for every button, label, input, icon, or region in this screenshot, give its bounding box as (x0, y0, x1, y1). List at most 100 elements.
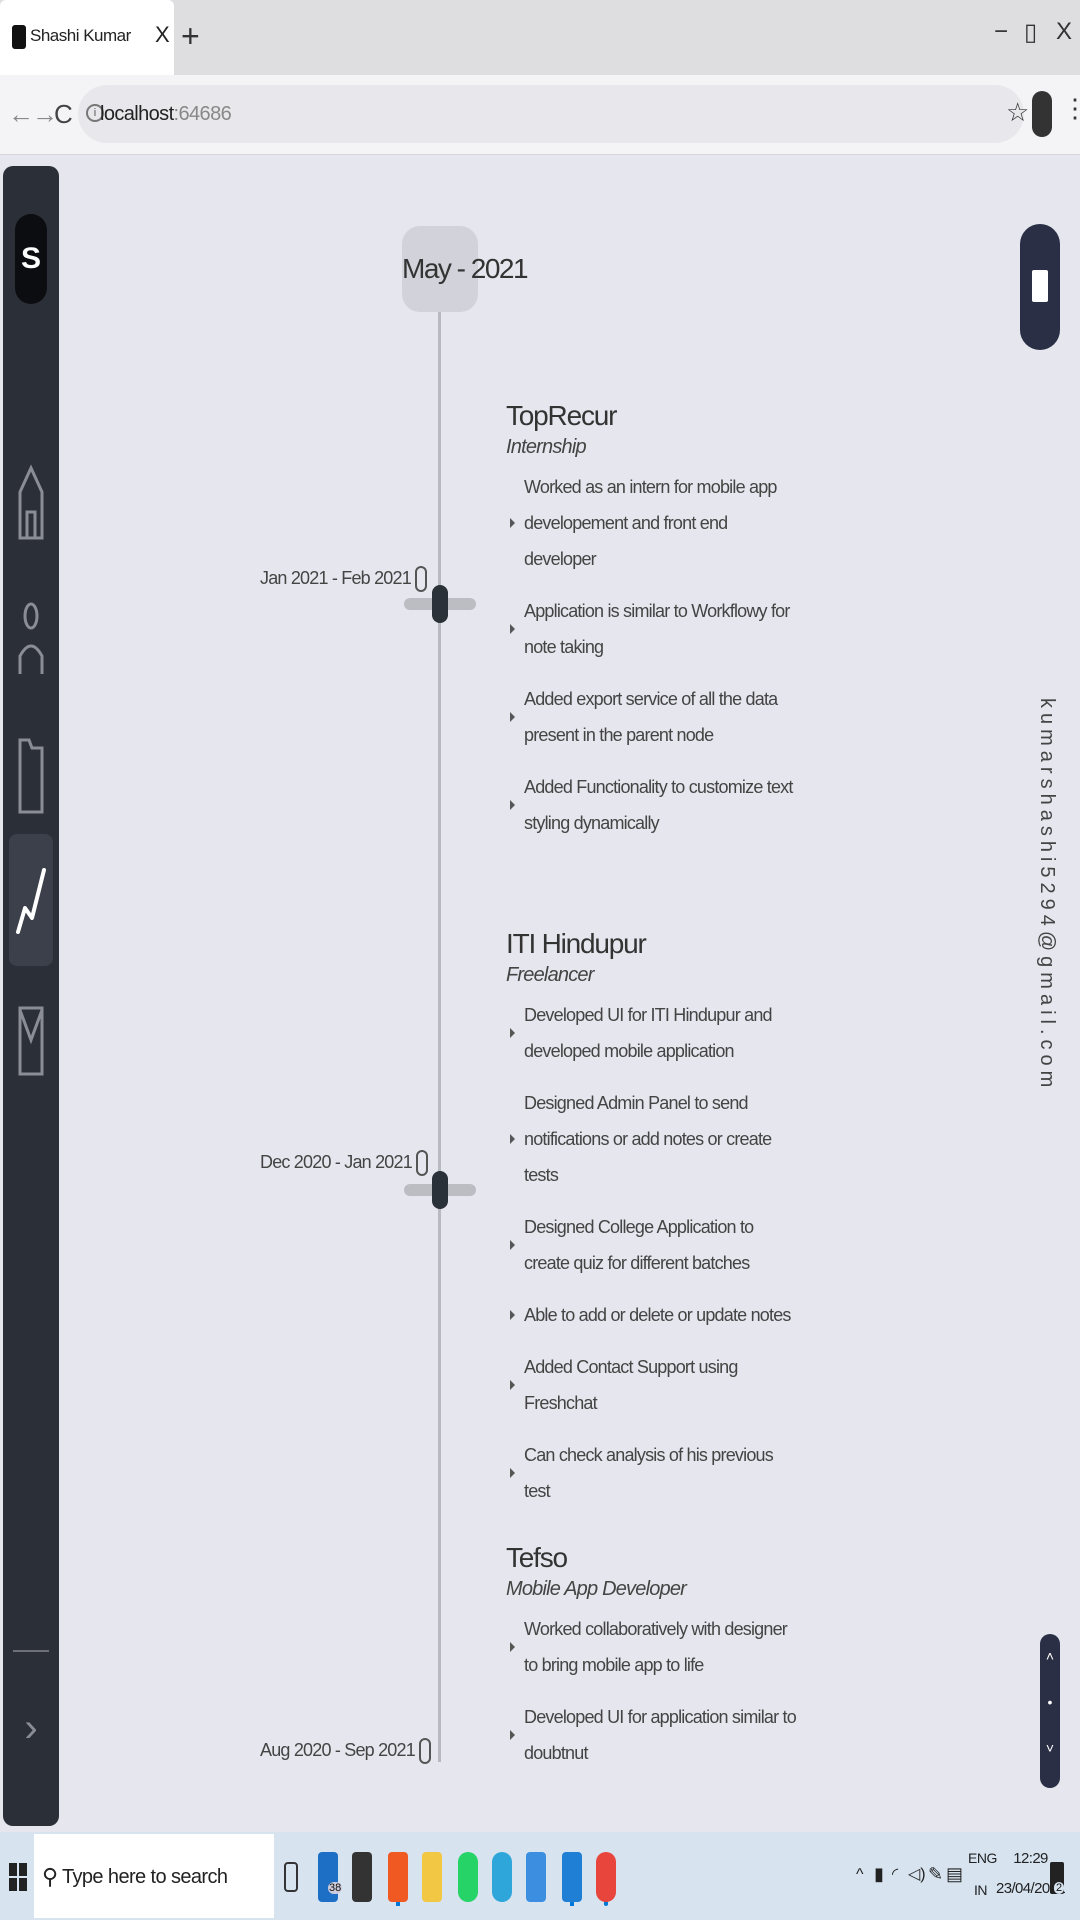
task-view-icon[interactable] (284, 1862, 298, 1892)
logo[interactable]: S (15, 214, 47, 304)
region-code: IN (974, 1882, 987, 1898)
browser-toolbar: ← → C i localhost:64686 ☆ ⋮ (0, 75, 1080, 155)
language-code: ENG (968, 1850, 997, 1866)
list-item: Application is similar to Workflowy for … (506, 593, 796, 665)
wifi-icon[interactable]: ◜ (892, 1866, 899, 1883)
clock-icon (415, 1150, 428, 1176)
timeline-date: Jan 2021 - Feb 2021 (260, 566, 427, 592)
list-item: Designed College Application to create q… (506, 1209, 796, 1281)
notification-count: 2 (1054, 1882, 1065, 1894)
timeline-date: Aug 2020 - Sep 2021 (260, 1738, 431, 1764)
trend-icon (16, 868, 46, 934)
home-icon (18, 464, 44, 540)
timeline-node (432, 585, 448, 623)
tab-title: Shashi Kumar (30, 26, 131, 45)
list-item: Worked as an intern for mobile app devel… (506, 469, 796, 577)
list-item: Added Functionality to customize text st… (506, 769, 796, 841)
browser-tab-bar: Shashi Kumar X + − ▯ X (0, 0, 1080, 75)
timeline-node (432, 1171, 448, 1209)
sidebar-item-experience[interactable] (13, 860, 49, 940)
tray-chevron-icon[interactable]: ^ (856, 1866, 864, 1883)
tab-close-icon[interactable]: X (155, 22, 170, 47)
list-item: Worked collaboratively with designer to … (506, 1611, 796, 1683)
date-text: Jan 2021 - Feb 2021 (260, 567, 412, 588)
search-input[interactable]: Type here to search (62, 1866, 228, 1888)
vertical-email-link[interactable]: kumarshashi5294@gmail.com (1036, 698, 1058, 1093)
sidebar-item-about[interactable] (13, 598, 49, 678)
list-item: Added export service of all the data pre… (506, 681, 796, 753)
sidebar-item-home[interactable] (13, 462, 49, 542)
forward-button[interactable]: → (32, 99, 58, 129)
reload-button[interactable]: C (54, 99, 73, 129)
volume-icon[interactable]: ◁) (908, 1866, 926, 1883)
taskbar-clock[interactable]: 12:29 23/04/2021 (996, 1844, 1066, 1904)
experience-section: May - 2021 Jan 2021 - Feb 2021 TopRecur … (60, 156, 1080, 1832)
experience-entry: Tefso Mobile App Developer Worked collab… (506, 1542, 797, 1787)
clock-icon (418, 1738, 431, 1764)
search-icon: ⚲ (42, 1864, 59, 1889)
phone-app-icon[interactable] (526, 1852, 546, 1902)
timeline-date: Dec 2020 - Jan 2021 (260, 1150, 428, 1176)
list-item: Developed UI for application similar to … (506, 1699, 797, 1771)
list-item: Can check analysis of his previous test (506, 1437, 796, 1509)
role-title: Mobile App Developer (506, 1578, 687, 1600)
file-explorer-icon[interactable] (422, 1852, 442, 1902)
minimize-button[interactable]: − (994, 18, 1009, 45)
sidebar: S › (3, 166, 59, 1826)
vscode-app-icon[interactable] (562, 1852, 582, 1902)
site-info-icon[interactable]: i (86, 104, 104, 122)
site-favicon-icon (12, 25, 26, 49)
browser-tab[interactable]: Shashi Kumar X (0, 0, 174, 75)
back-button[interactable]: ← (8, 99, 34, 129)
experience-entry: ITI Hindupur Freelancer Developed UI for… (506, 928, 796, 1525)
url-host: localhost (100, 103, 174, 125)
notification-center-icon[interactable]: 2 (1050, 1862, 1065, 1894)
close-window-button[interactable]: X (1056, 18, 1073, 45)
envelope-icon (1032, 270, 1048, 302)
keyboard-icon[interactable]: ▤ (946, 1864, 964, 1884)
language-indicator[interactable]: ENG IN (968, 1842, 997, 1906)
sidebar-expand-button[interactable]: › (24, 1706, 38, 1750)
profile-avatar[interactable] (1032, 91, 1052, 137)
address-bar[interactable]: i localhost:64686 (78, 85, 1024, 143)
company-name: TopRecur (506, 400, 617, 431)
date-text: Aug 2020 - Sep 2021 (260, 1739, 416, 1760)
folder-icon (18, 738, 44, 814)
taskbar: ⚲ Type here to search 38 ^ ▮ ◜ ◁) ✎ ▤ EN… (0, 1832, 1080, 1920)
scroll-controls: ˄ • ˅ (1040, 1634, 1060, 1788)
list-item: Designed Admin Panel to send notificatio… (506, 1085, 796, 1193)
role-title: Internship (506, 436, 587, 458)
sidebar-divider (13, 1650, 49, 1652)
scroll-up-button[interactable]: ˄ (1045, 1648, 1055, 1664)
mail-icon (18, 1006, 44, 1076)
pen-icon[interactable]: ✎ (928, 1864, 944, 1884)
sidebar-item-contact[interactable] (13, 1004, 49, 1078)
maximize-button[interactable]: ▯ (1024, 19, 1038, 46)
role-title: Freelancer (506, 964, 594, 986)
windows-start-icon[interactable] (8, 1862, 28, 1892)
contact-mail-button[interactable] (1020, 224, 1060, 350)
clock-icon (414, 566, 427, 592)
url-text: localhost:64686 (100, 103, 232, 126)
chrome-app-icon[interactable] (596, 1852, 616, 1902)
brave-app-icon[interactable] (388, 1852, 408, 1902)
taskbar-search[interactable]: ⚲ Type here to search (34, 1834, 274, 1918)
browser-menu-icon[interactable]: ⋮ (1062, 93, 1080, 123)
telegram-app-icon[interactable] (492, 1852, 512, 1902)
company-name: ITI Hindupur (506, 928, 647, 959)
timeline-line (438, 270, 441, 1762)
sidebar-item-projects[interactable] (13, 732, 49, 816)
experience-entry: TopRecur Internship Worked as an intern … (506, 400, 796, 857)
mail-app-icon[interactable]: 38 (318, 1852, 343, 1902)
user-icon (18, 602, 44, 674)
battery-icon[interactable]: ▮ (874, 1864, 884, 1884)
scroll-dot[interactable]: • (1047, 1694, 1053, 1710)
new-tab-button[interactable]: + (181, 18, 200, 54)
list-item: Added Contact Support using Freshchat (506, 1349, 796, 1421)
year-label: May - 2021 (402, 226, 529, 312)
whatsapp-app-icon[interactable] (458, 1852, 478, 1902)
store-app-icon[interactable] (352, 1852, 372, 1902)
bookmark-star-icon[interactable]: ☆ (1006, 97, 1030, 127)
scroll-down-button[interactable]: ˅ (1045, 1740, 1055, 1756)
list-item: Able to add or delete or update notes (506, 1297, 796, 1333)
